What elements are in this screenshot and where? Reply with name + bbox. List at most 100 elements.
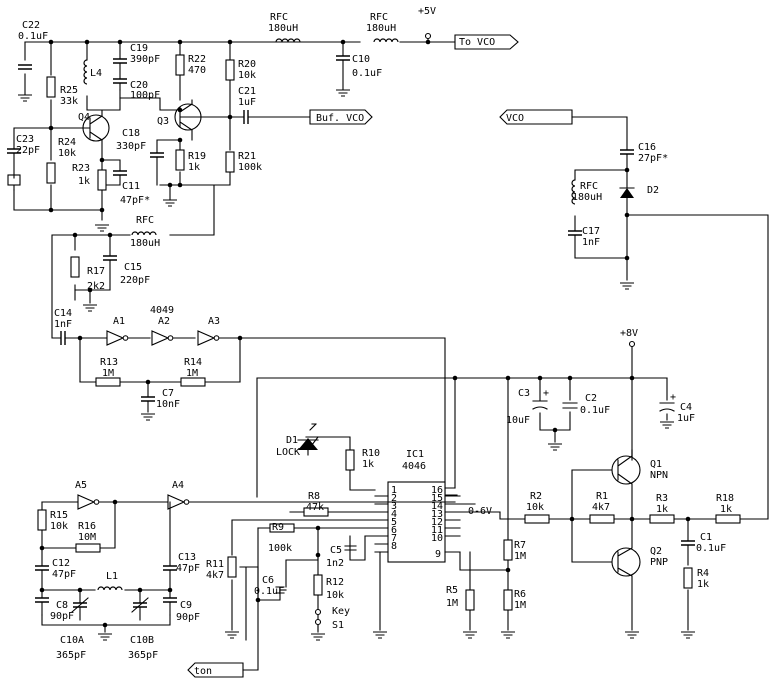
label-rfc2-value: 180uH	[366, 23, 396, 34]
label-c16: C16	[638, 142, 656, 153]
label-ic1: IC1	[406, 449, 424, 460]
pin-4: 4	[391, 509, 397, 520]
label-r7: R7	[514, 540, 526, 551]
label-r19: R19	[188, 151, 206, 162]
label-r7-value: 1M	[514, 551, 526, 562]
label-rfc3-value: 180uH	[130, 238, 160, 249]
label-r16-value: 10M	[78, 532, 96, 543]
label-r2-value: 10k	[526, 502, 544, 513]
label-r24: R24	[58, 137, 76, 148]
label-r21: R21	[238, 151, 256, 162]
label-r20-value: 10k	[238, 70, 256, 81]
label-r25: R25	[60, 85, 78, 96]
label-c7: C7	[162, 388, 174, 399]
label-r4-value: 1k	[697, 579, 709, 590]
label-rfc4: RFC	[580, 181, 598, 192]
label-rfc1: RFC	[270, 12, 288, 23]
label-vco: VCO	[506, 113, 524, 124]
label-r18: R18	[716, 493, 734, 504]
label-l1: L1	[106, 571, 118, 582]
label-r12-value: 10k	[326, 590, 344, 601]
label-key: Key	[332, 606, 350, 617]
label-d2: D2	[647, 185, 659, 196]
label-r10: R10	[362, 448, 380, 459]
label-c21: C21	[238, 86, 256, 97]
label-q4: Q4	[78, 112, 90, 123]
pin-11: 11	[431, 525, 443, 536]
label-c22-value: 0.1uF	[18, 31, 48, 42]
pin-3: 3	[391, 501, 397, 512]
buffer-section	[79, 330, 458, 496]
output-stage	[499, 449, 741, 639]
label-c22: C22	[22, 20, 40, 31]
label-d1: D1	[286, 435, 298, 446]
label-r8: R8	[308, 491, 320, 502]
label-r25-value: 33k	[60, 96, 78, 107]
label-5v: +5V	[418, 6, 436, 17]
label-c3-plus: +	[543, 388, 549, 399]
label-c2: C2	[585, 393, 597, 404]
label-r8-value: 47k	[306, 502, 324, 513]
label-c10-value: 0.1uF	[352, 68, 382, 79]
label-c19-value: 390pF	[130, 54, 160, 65]
label-c6-value: 0.1uF	[254, 586, 284, 597]
pin-10: 10	[431, 533, 443, 544]
label-r22-value: 470	[188, 65, 206, 76]
pin-15: 15	[431, 493, 443, 504]
label-c20: C20	[130, 80, 148, 91]
label-a5: A5	[75, 480, 87, 491]
label-c10a: C10A	[60, 635, 84, 646]
label-c8-value: 90pF	[50, 611, 74, 622]
label-r12: R12	[326, 577, 344, 588]
pin-6: 6	[391, 525, 397, 536]
label-r2: R2	[530, 491, 542, 502]
label-c4-value: 1uF	[677, 413, 695, 424]
label-c23: C23	[16, 134, 34, 145]
label-c7-value: 10nF	[156, 399, 180, 410]
label-r5-value: 1M	[446, 598, 458, 609]
label-c11: C11	[122, 181, 140, 192]
label-c15-value: 220pF	[120, 275, 150, 286]
label-c3-value: 10uF	[506, 415, 530, 426]
label-c6: C6	[262, 575, 274, 586]
varactor-section	[499, 109, 769, 520]
label-rfc2: RFC	[370, 12, 388, 23]
label-r20: R20	[238, 59, 256, 70]
label-c11-value: 47pF*	[120, 195, 150, 206]
label-c15: C15	[124, 262, 142, 273]
label-r23-value: 1k	[78, 176, 90, 187]
label-c21-value: 1uF	[238, 97, 256, 108]
label-c5: C5	[330, 545, 342, 556]
label-c4: C4	[680, 402, 692, 413]
label-rfc4-value: 180uH	[572, 192, 602, 203]
label-q1-type: NPN	[650, 470, 668, 481]
label-a3: A3	[208, 316, 220, 327]
pin-2: 2	[391, 493, 397, 504]
label-c1: C1	[700, 532, 712, 543]
pin-1: 1	[391, 485, 397, 496]
label-c5-value: 1n2	[326, 558, 344, 569]
label-q1: Q1	[650, 459, 662, 470]
label-c10: C10	[352, 54, 370, 65]
label-q2-type: PNP	[650, 557, 668, 568]
label-r3-value: 1k	[656, 504, 668, 515]
pin-9: 9	[435, 549, 441, 560]
label-c8: C8	[56, 600, 68, 611]
label-c16-value: 27pF*	[638, 153, 668, 164]
label-r9-value: 100k	[268, 543, 292, 554]
pin-13: 13	[431, 509, 443, 520]
label-a2: A2	[158, 316, 170, 327]
label-8v: +8V	[620, 328, 638, 339]
pin-7: 7	[391, 533, 397, 544]
label-r3: R3	[656, 493, 668, 504]
label-r11: R11	[206, 559, 224, 570]
label-c17-value: 1nF	[582, 237, 600, 248]
label-r15-value: 10k	[50, 521, 68, 532]
lock-led	[297, 423, 376, 491]
label-c1-value: 0.1uF	[696, 543, 726, 554]
label-rfc1-value: 180uH	[268, 23, 298, 34]
label-r15: R15	[50, 510, 68, 521]
label-ic1-type: 4046	[402, 461, 426, 472]
